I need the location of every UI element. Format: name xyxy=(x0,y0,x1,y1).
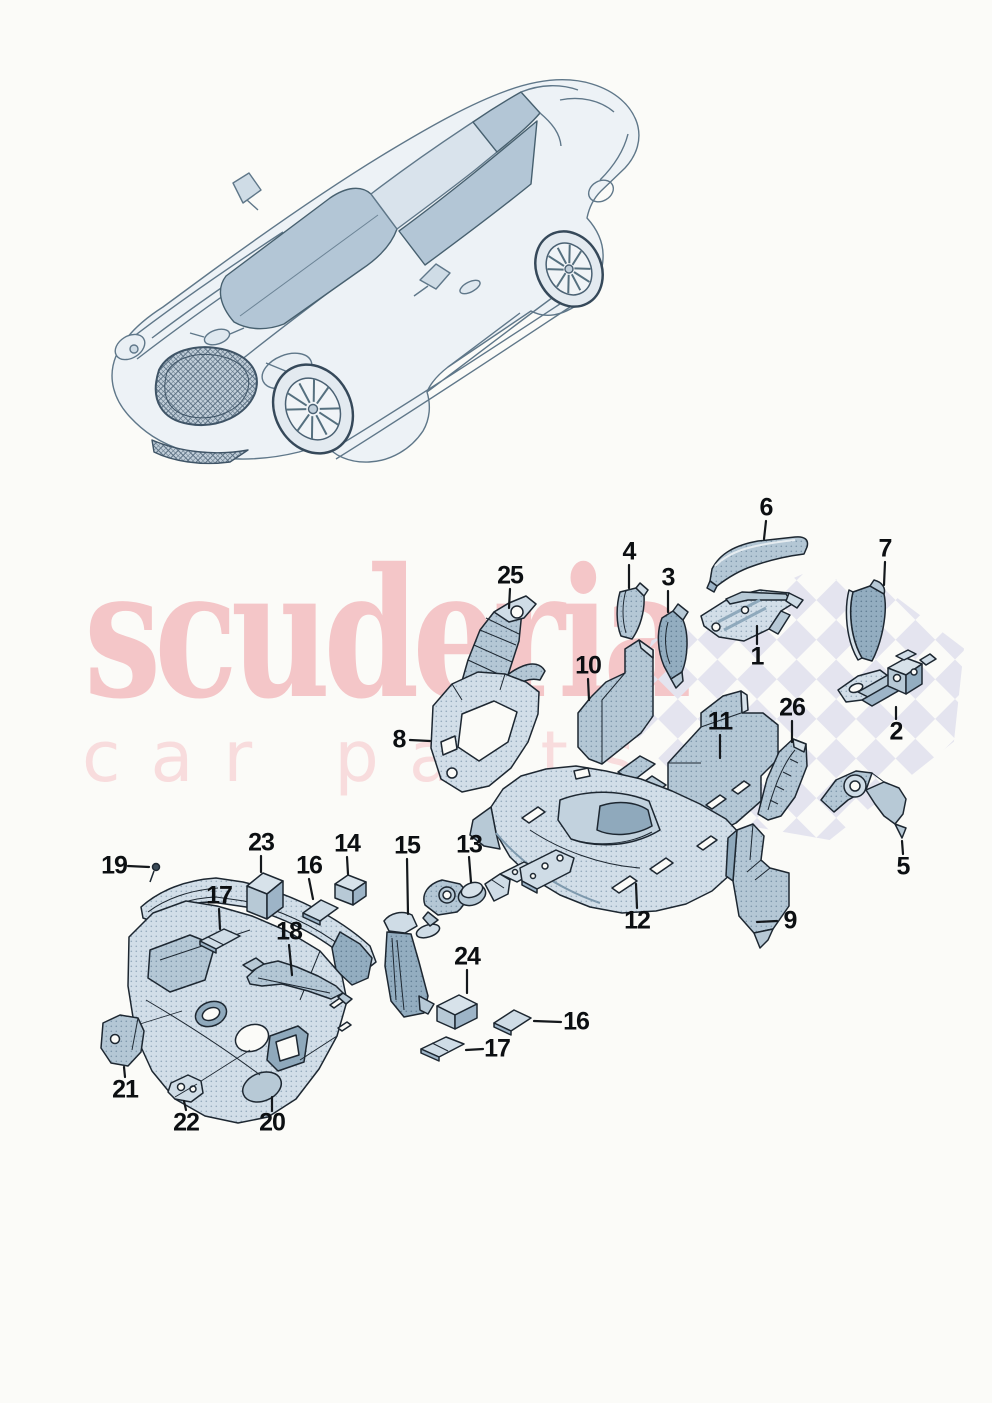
part-shape-19 xyxy=(151,862,161,872)
callout-15[interactable]: 15 xyxy=(394,831,421,860)
callout-3[interactable]: 3 xyxy=(661,563,676,592)
part-shape-22[interactable] xyxy=(167,1074,204,1103)
watermark-brand: scuderia xyxy=(84,529,692,738)
callout-20[interactable]: 20 xyxy=(259,1108,286,1137)
part-shape-16-right[interactable] xyxy=(493,1009,532,1036)
callout-7[interactable]: 7 xyxy=(878,534,893,563)
part-shape-24[interactable] xyxy=(436,994,478,1030)
part-shape-2[interactable] xyxy=(837,649,937,707)
callout-16-left[interactable]: 16 xyxy=(296,851,323,880)
car-badge xyxy=(203,328,231,346)
part-shape-5[interactable] xyxy=(820,770,907,839)
part-shape-10[interactable] xyxy=(577,639,654,765)
part-shape-8[interactable] xyxy=(430,663,546,793)
callout-8[interactable]: 8 xyxy=(392,725,407,754)
callout-2[interactable]: 2 xyxy=(889,717,904,746)
part-shape-16-left[interactable] xyxy=(302,899,339,926)
part-shape-17-left[interactable] xyxy=(199,928,241,954)
callout-25[interactable]: 25 xyxy=(497,561,524,590)
callout-11[interactable]: 11 xyxy=(707,707,733,736)
callout-19[interactable]: 19 xyxy=(101,851,128,880)
callout-23[interactable]: 23 xyxy=(248,828,275,857)
callout-1[interactable]: 1 xyxy=(750,642,765,671)
callout-22[interactable]: 22 xyxy=(173,1108,200,1137)
part-shape-15[interactable] xyxy=(383,911,435,1018)
callout-10[interactable]: 10 xyxy=(575,651,602,680)
part-shape-23[interactable] xyxy=(246,872,284,920)
vehicle-illustration xyxy=(111,79,640,465)
callout-26[interactable]: 26 xyxy=(779,693,806,722)
part-shape-7[interactable] xyxy=(845,579,887,662)
car-side-glass xyxy=(398,120,538,266)
callout-5[interactable]: 5 xyxy=(896,852,911,881)
part-shape-3[interactable] xyxy=(657,603,689,689)
car-door-handle xyxy=(459,279,481,295)
part-shape-1[interactable] xyxy=(700,589,804,642)
callout-17-right[interactable]: 17 xyxy=(484,1034,511,1063)
part-shape-26[interactable] xyxy=(757,738,808,821)
callout-17-left[interactable]: 17 xyxy=(206,881,233,910)
callout-9[interactable]: 9 xyxy=(783,906,798,935)
part-shape-20[interactable] xyxy=(127,862,377,1124)
car-mirror-left xyxy=(232,172,262,211)
callout-4[interactable]: 4 xyxy=(622,537,637,566)
car-lower-intake xyxy=(151,439,249,465)
car-mirror-right xyxy=(413,263,451,297)
callout-14[interactable]: 14 xyxy=(334,829,361,858)
car-grille xyxy=(154,346,258,426)
leader-lines xyxy=(122,519,905,1113)
callout-24[interactable]: 24 xyxy=(454,942,481,971)
callout-12[interactable]: 12 xyxy=(624,906,651,935)
part-shape-4[interactable] xyxy=(616,582,649,640)
car-fuel-door xyxy=(587,179,615,203)
callout-21[interactable]: 21 xyxy=(112,1075,139,1104)
callout-13[interactable]: 13 xyxy=(456,830,483,859)
part-shape-13[interactable] xyxy=(415,849,575,940)
part-shape-21[interactable] xyxy=(100,1014,145,1067)
part-shape-9[interactable] xyxy=(725,823,790,949)
callout-6[interactable]: 6 xyxy=(759,493,774,522)
callout-16-right[interactable]: 16 xyxy=(563,1007,590,1036)
car-rear-wheel xyxy=(534,230,604,308)
part-shape-18[interactable] xyxy=(242,957,353,1005)
part-shape-6[interactable] xyxy=(706,536,809,593)
callout-18[interactable]: 18 xyxy=(276,917,303,946)
part-shape-14[interactable] xyxy=(334,874,367,906)
part-shape-17-right[interactable] xyxy=(420,1036,465,1062)
car-front-wheel xyxy=(271,363,355,455)
